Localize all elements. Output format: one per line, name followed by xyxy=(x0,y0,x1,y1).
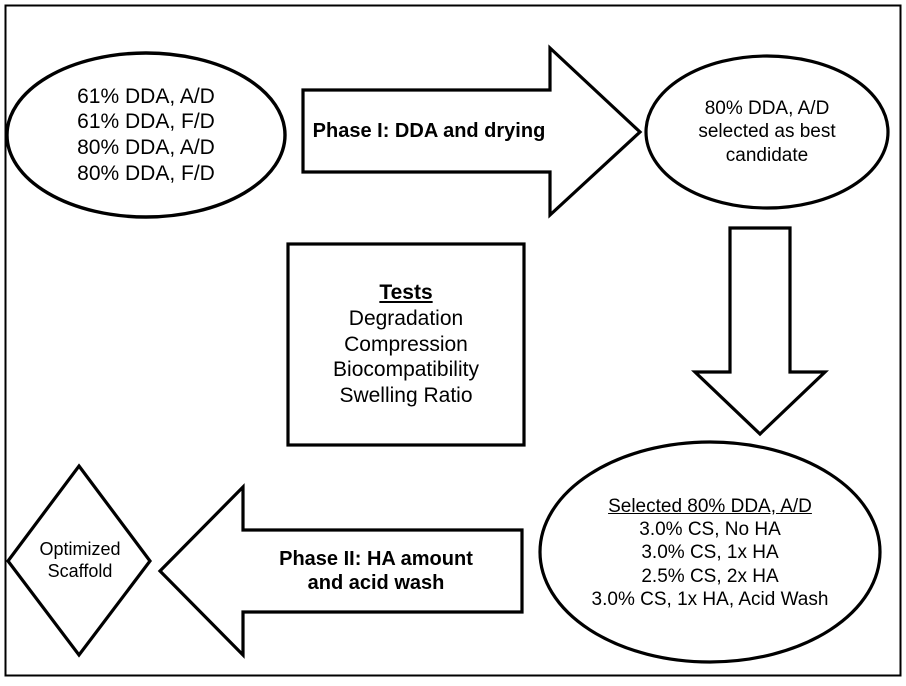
ellipse-options-shape xyxy=(5,51,287,219)
arrow-phase2-shape xyxy=(157,483,524,659)
arrow-down-shape xyxy=(691,226,829,437)
ellipse-formulations-shape xyxy=(538,440,882,664)
box-tests-shape xyxy=(286,242,526,447)
arrow-phase1-shape xyxy=(301,44,643,219)
diamond-scaffold-shape xyxy=(5,463,153,658)
ellipse-candidate-shape xyxy=(644,54,890,210)
figure-border xyxy=(4,4,902,677)
